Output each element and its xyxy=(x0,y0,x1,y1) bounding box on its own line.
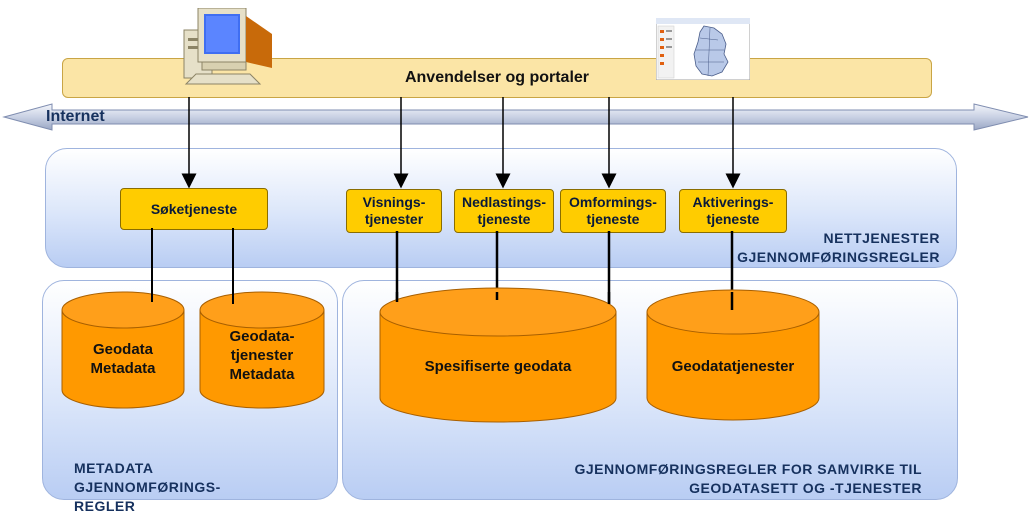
search-service-box: Søketjeneste xyxy=(120,188,268,230)
transformation-service-box: Omformings- tjeneste xyxy=(560,189,666,233)
download-service-box: Nedlastings- tjeneste xyxy=(454,189,554,233)
geodata-metadata-label: Geodata Metadata xyxy=(90,341,156,377)
view-service-box: Visnings- tjenester xyxy=(346,189,442,233)
spatial-data-cylinder xyxy=(379,287,617,423)
internet-label: Internet xyxy=(46,108,105,125)
interoperability-caption: GJENNOMFØRINGSREGLER FOR SAMVIRKE TIL GE… xyxy=(574,461,922,496)
map-viewer-icon xyxy=(656,18,750,80)
network-services-caption: NETTJENESTER GJENNOMFØRINGSREGLER xyxy=(737,230,940,265)
metadata-caption: METADATA GJENNOMFØRINGS- REGLER xyxy=(74,460,221,514)
spatial-data-label: Spesifiserte geodata xyxy=(424,358,572,375)
geodata-metadata-cylinder xyxy=(61,291,185,409)
spatial-services-label: Geodatatjenester xyxy=(671,358,795,375)
service-metadata-label: Geodata- tjenester Metadata xyxy=(229,328,295,383)
portal-label: Anvendelser og portaler xyxy=(404,69,590,86)
desktop-computer-icon xyxy=(183,8,272,85)
internet-arrow xyxy=(2,103,1029,131)
spatial-services-cylinder xyxy=(646,289,820,421)
service-metadata-cylinder xyxy=(199,291,325,409)
